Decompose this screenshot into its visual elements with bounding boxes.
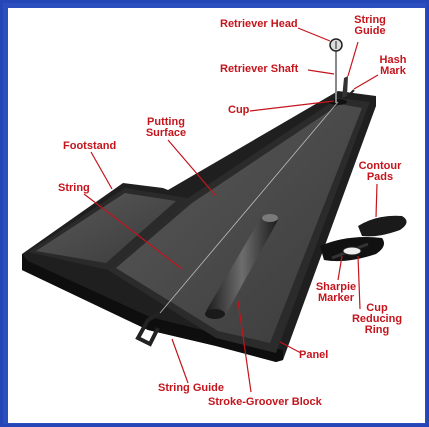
label-retriever-head: Retriever Head xyxy=(220,18,298,30)
label-string-guide-bottom: String Guide xyxy=(158,382,224,394)
label-stroke-groover-block: Stroke-Groover Block xyxy=(208,396,322,408)
string-line xyxy=(159,101,339,314)
label-cup: Cup xyxy=(228,104,250,116)
label-panel: Panel xyxy=(299,349,329,361)
label-sharpie-marker: Sharpie Marker xyxy=(315,281,357,304)
label-cup-reducing-ring: Cup Reducing Ring xyxy=(351,302,403,336)
hash-mark xyxy=(347,89,355,97)
footstand xyxy=(28,188,188,270)
cup-reducing-ring xyxy=(342,246,362,256)
string-guide-top xyxy=(342,76,348,98)
label-contour-pads: Contour Pads xyxy=(358,160,402,183)
diagram-panel: Retriever Head String Guide Retriever Sh… xyxy=(8,8,425,423)
label-string: String xyxy=(58,182,90,194)
stroke-groover-block xyxy=(205,214,278,319)
label-footstand: Footstand xyxy=(63,140,117,152)
leader-lines xyxy=(83,27,379,393)
string-guide-bottom xyxy=(135,311,162,347)
label-retriever-shaft: Retriever Shaft xyxy=(220,63,299,75)
putting-mat-illustration xyxy=(22,27,407,393)
putting-surface xyxy=(108,98,370,353)
label-putting-surface: Putting Surface xyxy=(145,116,187,139)
label-hash-mark: Hash Mark xyxy=(379,54,407,77)
label-string-guide-top: String Guide xyxy=(354,14,386,37)
